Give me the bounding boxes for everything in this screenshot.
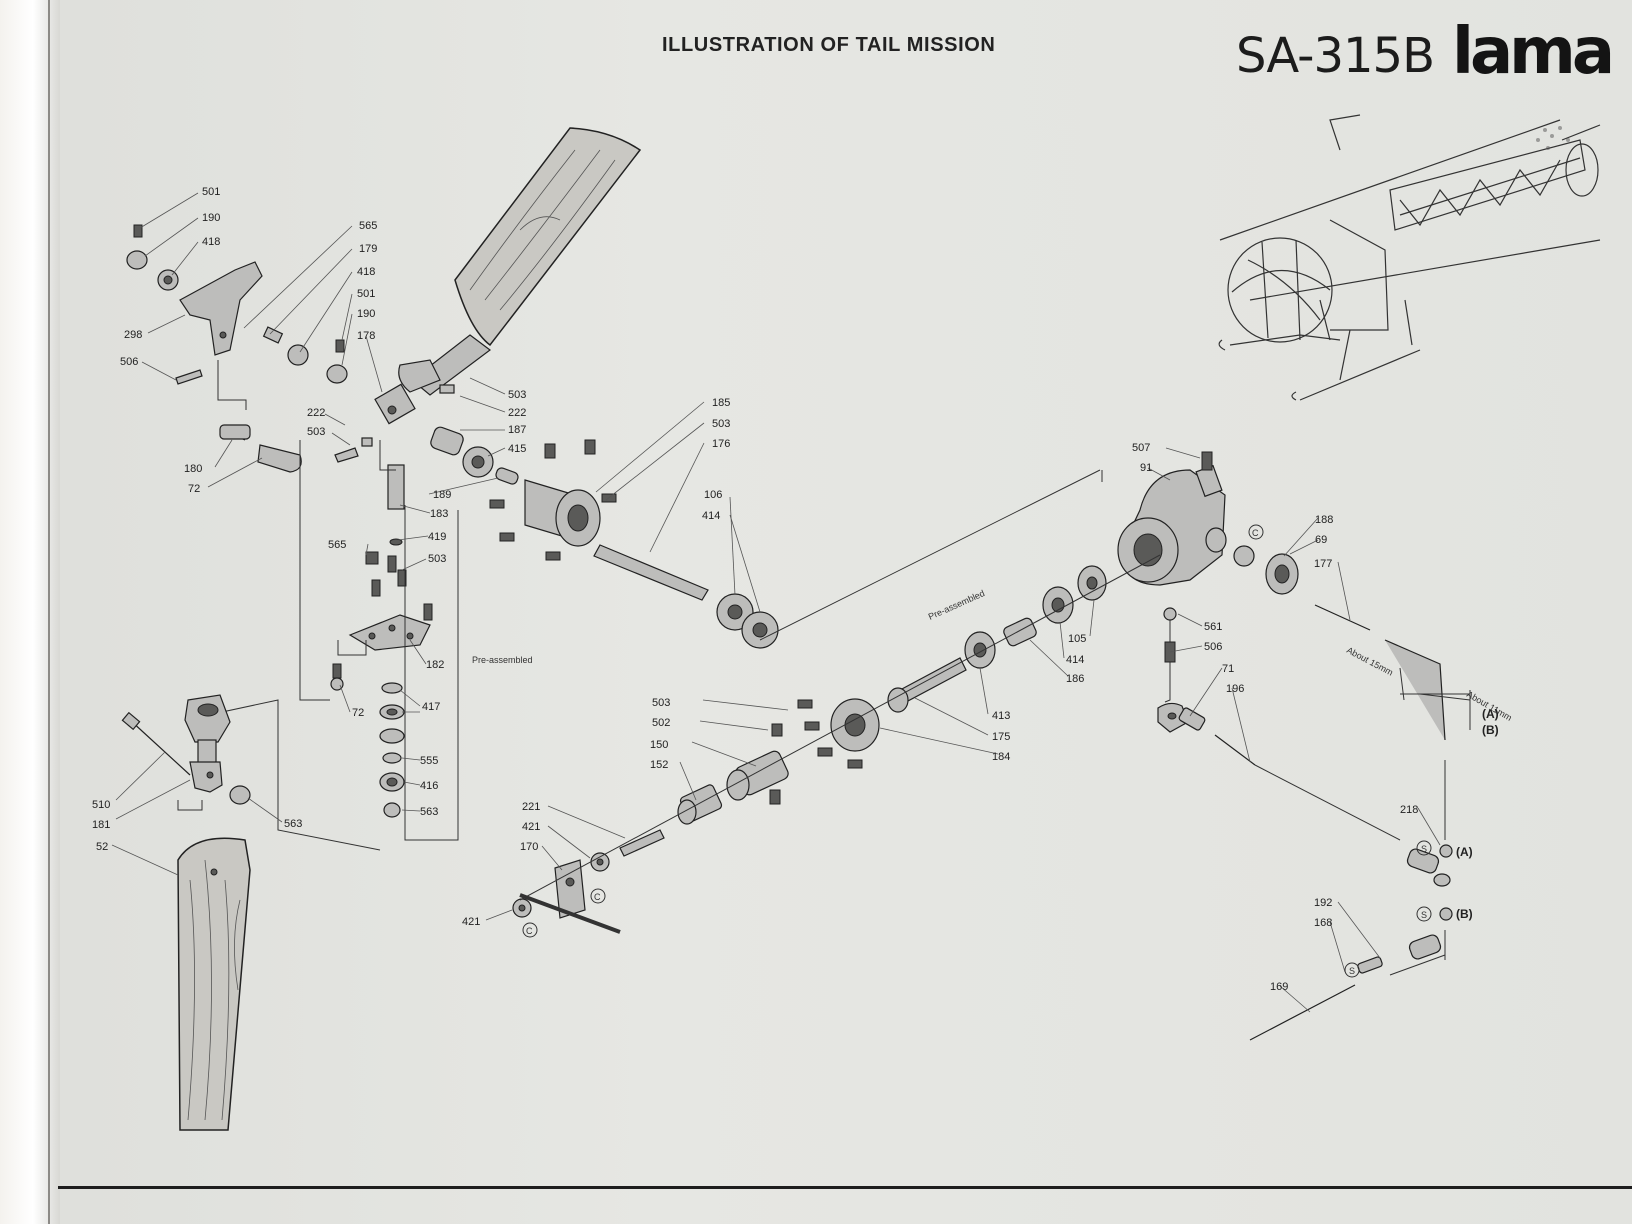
dimension-note: About 15mm [1345,645,1395,678]
marker-a: (A) [1456,845,1473,859]
part-label: 176 [712,438,730,450]
control-linkage-assembly [1157,604,1471,1041]
part-label: 563 [420,806,438,818]
part-label: 177 [1314,558,1332,570]
page-title: ILLUSTRATION OF TAIL MISSION [662,34,996,56]
part-label: 503 [652,697,670,709]
marker-s: S [1421,844,1427,854]
part-label: 510 [92,799,110,811]
part-label: 178 [357,330,375,342]
part-label: 71 [1222,663,1234,675]
lower-blade-assembly [121,694,251,1131]
part-label: 565 [328,539,346,551]
part-label: 52 [96,841,108,853]
part-label: 418 [357,266,375,278]
marker-c: C [1252,528,1259,538]
part-label: 421 [462,916,480,928]
tail-drive-assembly [512,451,1299,934]
part-label: 175 [992,731,1010,743]
part-label: 414 [702,510,720,522]
model-title: SA-315B [1236,28,1435,84]
part-label: 415 [508,443,526,455]
part-label: 298 [124,329,142,341]
marker-c: C [594,892,601,902]
part-label: 183 [430,508,448,520]
part-label: 184 [992,751,1010,763]
part-label: 181 [92,819,110,831]
part-label: 169 [1270,981,1288,993]
pre-assembled-note: Pre-assembled [472,655,533,665]
part-label: 501 [357,288,375,300]
part-label: 417 [422,701,440,713]
part-label: 561 [1204,621,1222,633]
part-label: 72 [352,707,364,719]
part-label: 91 [1140,462,1152,474]
part-label: 189 [433,489,451,501]
marker-symbols: C C C S S S (A) (B) (A) (B) [522,524,1499,978]
part-label: 222 [508,407,526,419]
part-label: 192 [1314,897,1332,909]
marker-a: (A) [1482,707,1499,721]
marker-b: (B) [1456,907,1473,921]
part-label: 221 [522,801,540,813]
part-label: 196 [1226,683,1244,695]
part-label: 555 [420,755,438,767]
part-label: 507 [1132,442,1150,454]
part-label: 413 [992,710,1010,722]
part-label: 105 [1068,633,1086,645]
marker-b: (B) [1482,723,1499,737]
part-label: 185 [712,397,730,409]
part-label: 503 [508,389,526,401]
tail-rotor-hub-assembly [126,127,779,851]
part-label: 179 [359,243,377,255]
part-label: 503 [712,418,730,430]
part-labels: 501 190 418 298 506 565 179 418 501 190 … [92,186,1418,993]
page-binding [0,0,60,1224]
part-label: 186 [1066,673,1084,685]
upper-blade [454,127,642,347]
part-label: 106 [704,489,722,501]
part-label: 150 [650,739,668,751]
part-label: 501 [202,186,220,198]
part-label: 503 [428,553,446,565]
marker-s: S [1421,910,1427,920]
marker-c: C [526,926,533,936]
part-label: 421 [522,821,540,833]
leader-lines [111,192,1441,1013]
part-label: 187 [508,424,526,436]
part-label: 506 [120,356,138,368]
part-label: 188 [1315,514,1333,526]
part-label: 414 [1066,654,1084,666]
part-label: 418 [202,236,220,248]
part-label: 419 [428,531,446,543]
part-label: 72 [188,483,200,495]
bottom-rule [58,1186,1632,1189]
part-label: 565 [359,220,377,232]
part-label: 170 [520,841,538,853]
pre-assembled-note: Pre-assembled [927,588,986,622]
part-label: 168 [1314,917,1332,929]
part-label: 190 [357,308,375,320]
part-label: 506 [1204,641,1222,653]
binding-edge [48,0,50,1224]
part-label: 502 [652,717,670,729]
part-label: 416 [420,780,438,792]
part-label: 69 [1315,534,1327,546]
part-label: 503 [307,426,325,438]
part-label: 152 [650,759,668,771]
brand-logo: lama [1452,15,1615,89]
marker-s: S [1349,966,1355,976]
part-label: 218 [1400,804,1418,816]
part-label: 182 [426,659,444,671]
part-label: 190 [202,212,220,224]
part-label: 180 [184,463,202,475]
helicopter-illustration [1218,114,1601,401]
part-label: 563 [284,818,302,830]
part-label: 222 [307,407,325,419]
